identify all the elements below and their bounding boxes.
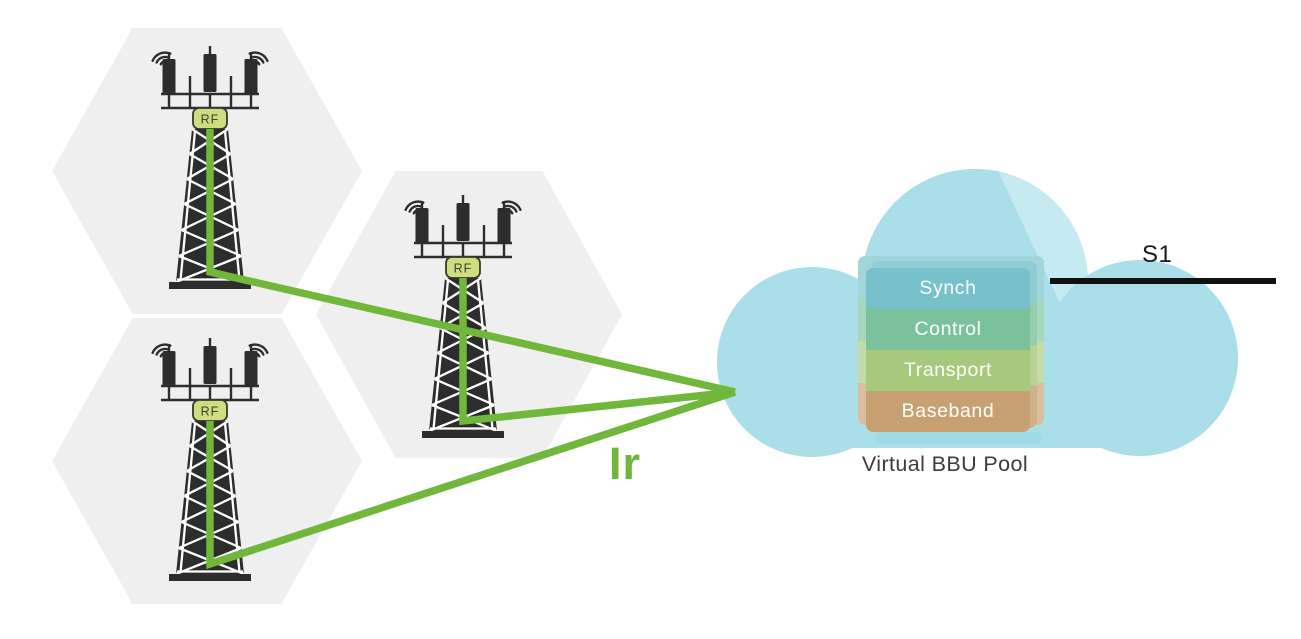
fronthaul-link-line-2 <box>459 278 736 426</box>
s1-interface-label: S1 <box>1142 241 1173 268</box>
fronthaul-interface-label: Ir <box>609 438 642 489</box>
bbu-layer-label: Baseband <box>901 400 995 422</box>
fronthaul-link-line-1 <box>206 129 736 396</box>
bbu-layer-control: Control <box>866 309 1030 350</box>
bbu-pool-caption: Virtual BBU Pool <box>861 452 1029 476</box>
bbu-layer-label: Control <box>914 318 982 340</box>
fronthaul-links <box>206 129 737 570</box>
bbu-layer-label: Synch <box>919 277 977 299</box>
bbu-layer-baseband: Baseband <box>866 391 1030 432</box>
bbu-card-slot-shadow <box>876 432 1042 444</box>
s1-backhaul-line <box>1050 278 1276 284</box>
fronthaul-link-line-3 <box>206 388 737 570</box>
bbu-card-front: Synch Control Transport Baseband <box>866 268 1030 432</box>
cloud-highlight <box>993 169 1088 325</box>
bbu-layer-label: Transport <box>903 359 993 381</box>
bbu-layer-synch: Synch <box>866 268 1030 309</box>
bbu-layer-transport: Transport <box>866 350 1030 391</box>
